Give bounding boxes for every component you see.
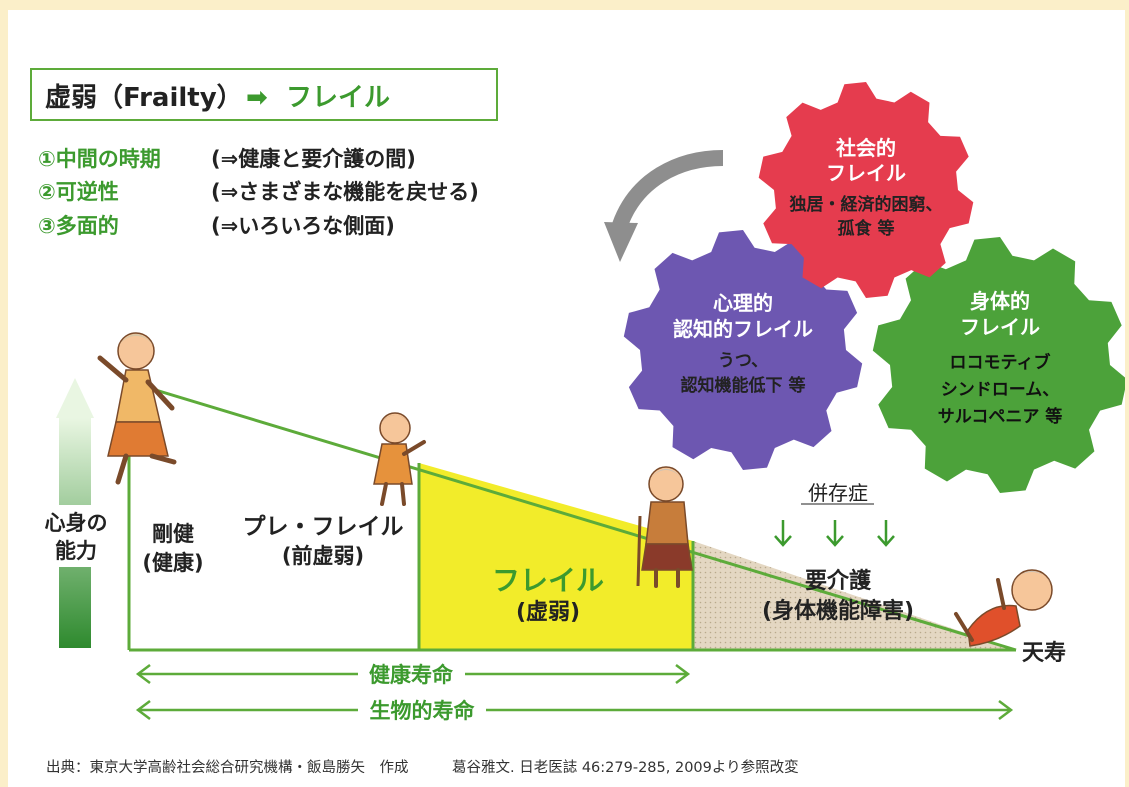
down-arrow-icon	[826, 520, 844, 547]
down-arrow-icon	[774, 520, 792, 547]
psych-gear-shape	[623, 230, 863, 470]
feature-desc-1: (⇒健康と要介護の間)	[211, 147, 416, 171]
psych-gear-desc-1: うつ、	[718, 351, 768, 371]
yaxis-arrow-head	[56, 378, 94, 418]
frailty-diagram: 虚弱（Frailty） ➡ フレイル ①中間の時期 (⇒健康と要介護の間) ②可…	[30, 68, 1125, 776]
title-suffix: フレイル	[286, 83, 390, 113]
social-gear-title-2: フレイル	[826, 161, 906, 185]
feature-desc-3: (⇒いろいろな側面)	[211, 214, 395, 238]
arrow-left-icon	[135, 664, 151, 684]
healthy-lifespan-label: 健康寿命	[369, 663, 454, 687]
social-gear-shape	[758, 82, 974, 298]
frail-label-1: フレイル	[492, 564, 604, 597]
physical-gear-desc-3: サルコペニア 等	[938, 406, 1063, 427]
yaxis-label-bg	[38, 505, 114, 567]
physical-gear-title-1: 身体的	[970, 289, 1030, 313]
physical-frailty-gear	[872, 237, 1125, 493]
social-gear-desc-1: 独居・経済的困窮、	[790, 194, 943, 215]
feature-label-3: ③多面的	[38, 214, 119, 238]
care-elder-illustration	[954, 569, 1053, 647]
feature-desc-2: (⇒さまざまな機能を戻せる)	[211, 180, 479, 204]
physical-gear-desc-2: シンドローム、	[941, 380, 1060, 400]
physical-gear-shape	[872, 237, 1125, 493]
arrow-right-icon	[675, 664, 691, 684]
decline-line	[128, 380, 1017, 652]
psych-gear-title-2: 認知的フレイル	[673, 317, 813, 341]
biological-lifespan-label: 生物的寿命	[370, 699, 476, 723]
prefrail-elder-illustration	[373, 412, 426, 506]
frail-elder-illustration	[636, 466, 693, 588]
prefrail-label-2: (前虚弱)	[282, 544, 364, 568]
comorbidity-label: 併存症	[808, 481, 868, 505]
endpoint-label: 天寿	[1022, 640, 1066, 666]
frail-label-2: (虚弱)	[516, 599, 580, 625]
frail-region	[419, 463, 693, 650]
healthy-lifespan-arrow: 健康寿命	[135, 663, 691, 687]
feature-label-1: ①中間の時期	[38, 147, 161, 171]
yaxis-label-2: 能力	[55, 539, 97, 563]
arrow-right-icon	[998, 700, 1014, 720]
title-arrow: ➡	[246, 83, 268, 113]
robust-label-1: 剛健	[152, 522, 194, 546]
psych-frailty-gear	[623, 230, 863, 470]
prefrail-label-1: プレ・フレイル	[243, 514, 404, 540]
physical-gear-desc-1: ロコモティブ	[950, 352, 1051, 373]
social-frailty-gear	[758, 82, 974, 298]
cycle-arrow	[612, 150, 724, 228]
care-label-1: 要介護	[805, 568, 872, 594]
title-box	[30, 68, 498, 121]
down-arrow-icon	[877, 520, 895, 547]
yaxis-label-1: 心身の	[45, 511, 108, 535]
comorbidity-arrows	[774, 520, 895, 547]
care-region	[693, 541, 1016, 650]
biological-lifespan-arrow: 生物的寿命	[135, 699, 1014, 723]
source-citation: 出典：東京大学高齢社会総合研究機構・飯島勝矢 作成 葛谷雅文. 日老医誌 46:…	[46, 759, 799, 776]
psych-gear-desc-2: 認知機能低下 等	[681, 375, 806, 396]
cycle-arrow-head	[604, 222, 638, 262]
title-prefix: 虚弱（Frailty）	[45, 83, 243, 113]
diagram-frame: 虚弱（Frailty） ➡ フレイル ①中間の時期 (⇒健康と要介護の間) ②可…	[8, 10, 1125, 787]
care-label-2: (身体機能障害)	[762, 598, 914, 624]
psych-gear-title-1: 心理的	[713, 291, 773, 315]
arrow-left-icon	[135, 700, 151, 720]
social-gear-desc-2: 孤食 等	[838, 218, 895, 239]
social-gear-title-1: 社会的	[835, 136, 896, 160]
robust-elder-illustration	[97, 332, 177, 485]
feature-label-2: ②可逆性	[38, 180, 119, 204]
robust-label-2: (健康)	[142, 551, 203, 575]
physical-gear-title-2: フレイル	[960, 315, 1040, 339]
